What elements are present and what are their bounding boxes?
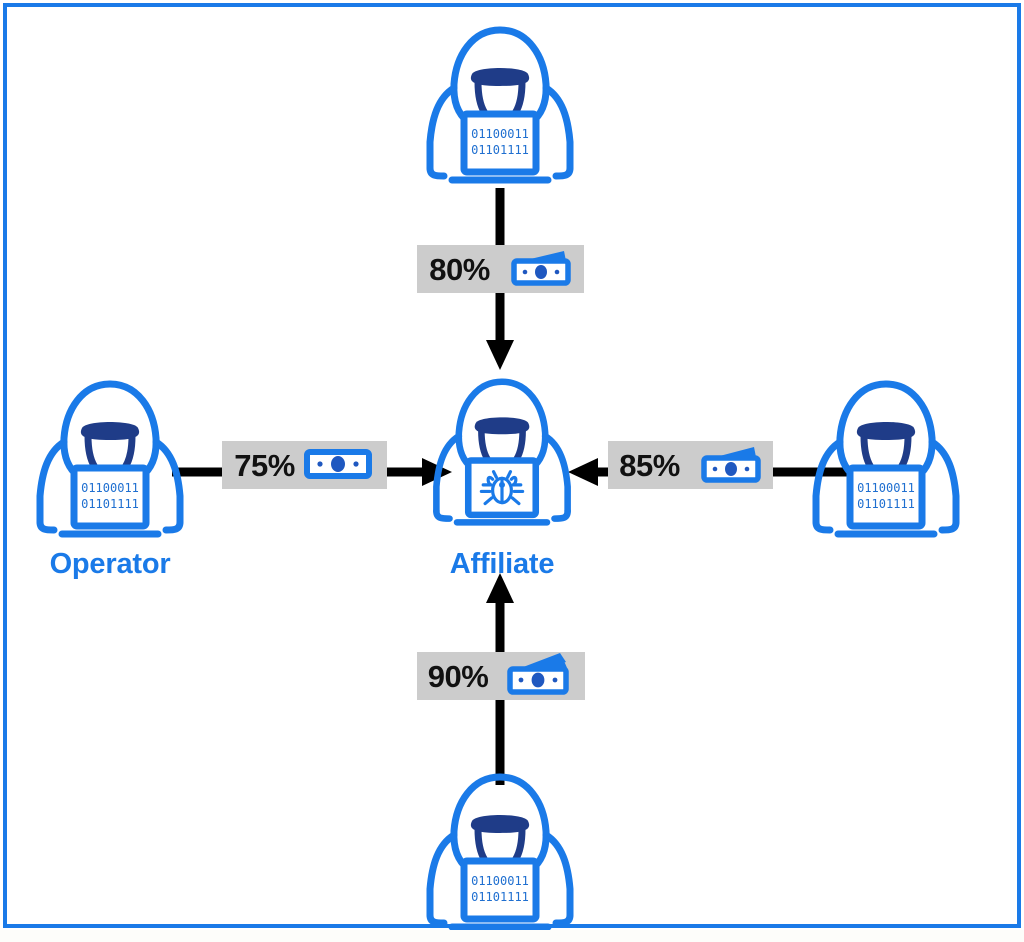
screen-binary-line1: 01100011 bbox=[471, 874, 529, 888]
screen-binary-line1: 01100011 bbox=[857, 481, 915, 495]
screen-binary-line1: 01100011 bbox=[471, 127, 529, 141]
hacker-node-bottom: 01100011 01101111 bbox=[420, 765, 580, 940]
flow-chip-85: 85% bbox=[608, 441, 773, 489]
screen-binary-line2: 01101111 bbox=[857, 497, 915, 511]
hacker-node-right: 01100011 01101111 bbox=[806, 372, 966, 547]
flow-percent-80: 80% bbox=[429, 251, 490, 287]
flow-percent-90: 90% bbox=[427, 658, 489, 694]
flow-percent-75: 75% bbox=[234, 447, 295, 483]
flow-chip-75: 75% bbox=[222, 441, 387, 489]
node-label-affiliate: Affiliate bbox=[449, 548, 555, 580]
hacker-node-left-operator: 01100011 01101111 bbox=[30, 372, 190, 547]
hacker-node-top: 01100011 01101111 bbox=[420, 18, 580, 193]
banknote-two-flying-notes-icon bbox=[496, 651, 574, 702]
flow-chip-80: 80% bbox=[417, 245, 584, 293]
screen-binary-line2: 01101111 bbox=[81, 497, 139, 511]
screen-binary-line2: 01101111 bbox=[471, 890, 529, 904]
screen-binary-line2: 01101111 bbox=[471, 143, 529, 157]
bottom-strip bbox=[0, 930, 1024, 942]
banknote-one-flying-note-icon bbox=[498, 247, 572, 292]
screen-binary-line1: 01100011 bbox=[81, 481, 139, 495]
bug-icon bbox=[479, 470, 525, 506]
node-label-operator: Operator bbox=[49, 548, 171, 580]
flow-chip-90: 90% bbox=[417, 652, 585, 700]
banknote-plain-icon bbox=[303, 446, 375, 485]
banknote-one-flying-note-icon bbox=[688, 443, 762, 488]
hacker-node-center-affiliate bbox=[427, 370, 577, 535]
flow-percent-85: 85% bbox=[619, 447, 680, 483]
